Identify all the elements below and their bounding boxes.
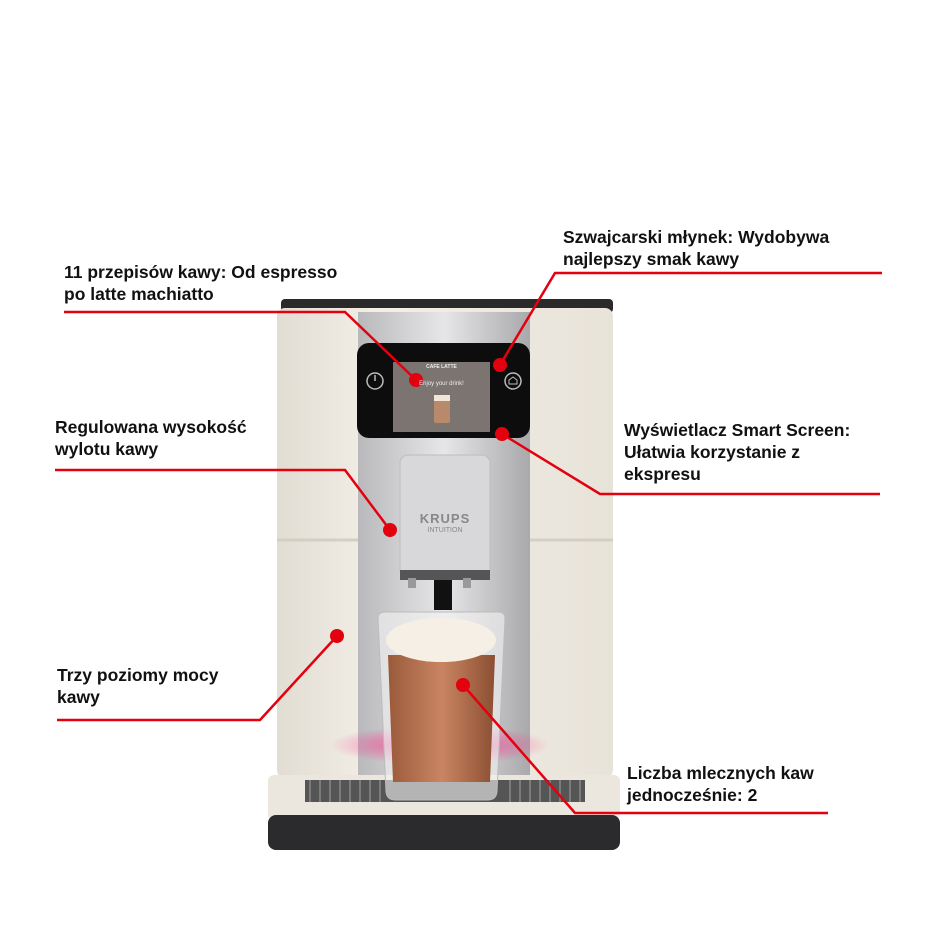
annotation-line: Szwajcarski młynek: Wydobywa (563, 227, 830, 247)
annotation-strength: Trzy poziomy mocy kawy (57, 664, 218, 708)
annotation-line: jednocześnie: 2 (627, 785, 758, 805)
annotation-spout-height: Regulowana wysokość wylotu kawy (55, 416, 247, 460)
screen-title: CAFE LATTE (426, 364, 457, 370)
brand-logo: KRUPS (419, 511, 471, 526)
screen-cup-icon (434, 395, 450, 423)
annotation-line: Wyświetlacz Smart Screen: (624, 420, 851, 440)
home-icon[interactable] (504, 372, 522, 390)
annotation-smart-screen: Wyświetlacz Smart Screen: Ułatwia korzys… (624, 419, 850, 485)
annotation-line: najlepszy smak kawy (563, 249, 740, 269)
machine-base (268, 815, 620, 850)
annotation-line: kawy (57, 687, 100, 707)
callout-dot-milk (456, 678, 470, 692)
power-icon[interactable] (366, 372, 384, 390)
annotation-line: po latte machiatto (64, 284, 214, 304)
annotation-milk-drinks: Liczba mlecznych kaw jednocześnie: 2 (627, 762, 814, 806)
model-name: INTUITION (427, 527, 463, 534)
callout-dot-grinder (493, 358, 507, 372)
callout-dot-screen (495, 427, 509, 441)
callout-dot-recipes (409, 373, 423, 387)
annotation-line: 11 przepisów kawy: Od espresso (64, 262, 338, 282)
screen-message: Enjoy your drink! (419, 381, 464, 387)
annotation-line: Ułatwia korzystanie z (624, 442, 801, 462)
annotation-line: Regulowana wysokość (55, 417, 247, 437)
annotation-line: Liczba mlecznych kaw (627, 763, 814, 783)
annotation-grinder: Szwajcarski młynek: Wydobywa najlepszy s… (563, 226, 829, 270)
annotation-line: ekspresu (624, 464, 701, 484)
callout-lines (55, 271, 882, 815)
callout-dot-strength (330, 629, 344, 643)
annotation-line: Trzy poziomy mocy (57, 665, 219, 685)
callout-dot-spout (383, 523, 397, 537)
annotation-line: wylotu kawy (55, 439, 159, 459)
annotation-recipes: 11 przepisów kawy: Od espresso po latte … (64, 261, 337, 305)
